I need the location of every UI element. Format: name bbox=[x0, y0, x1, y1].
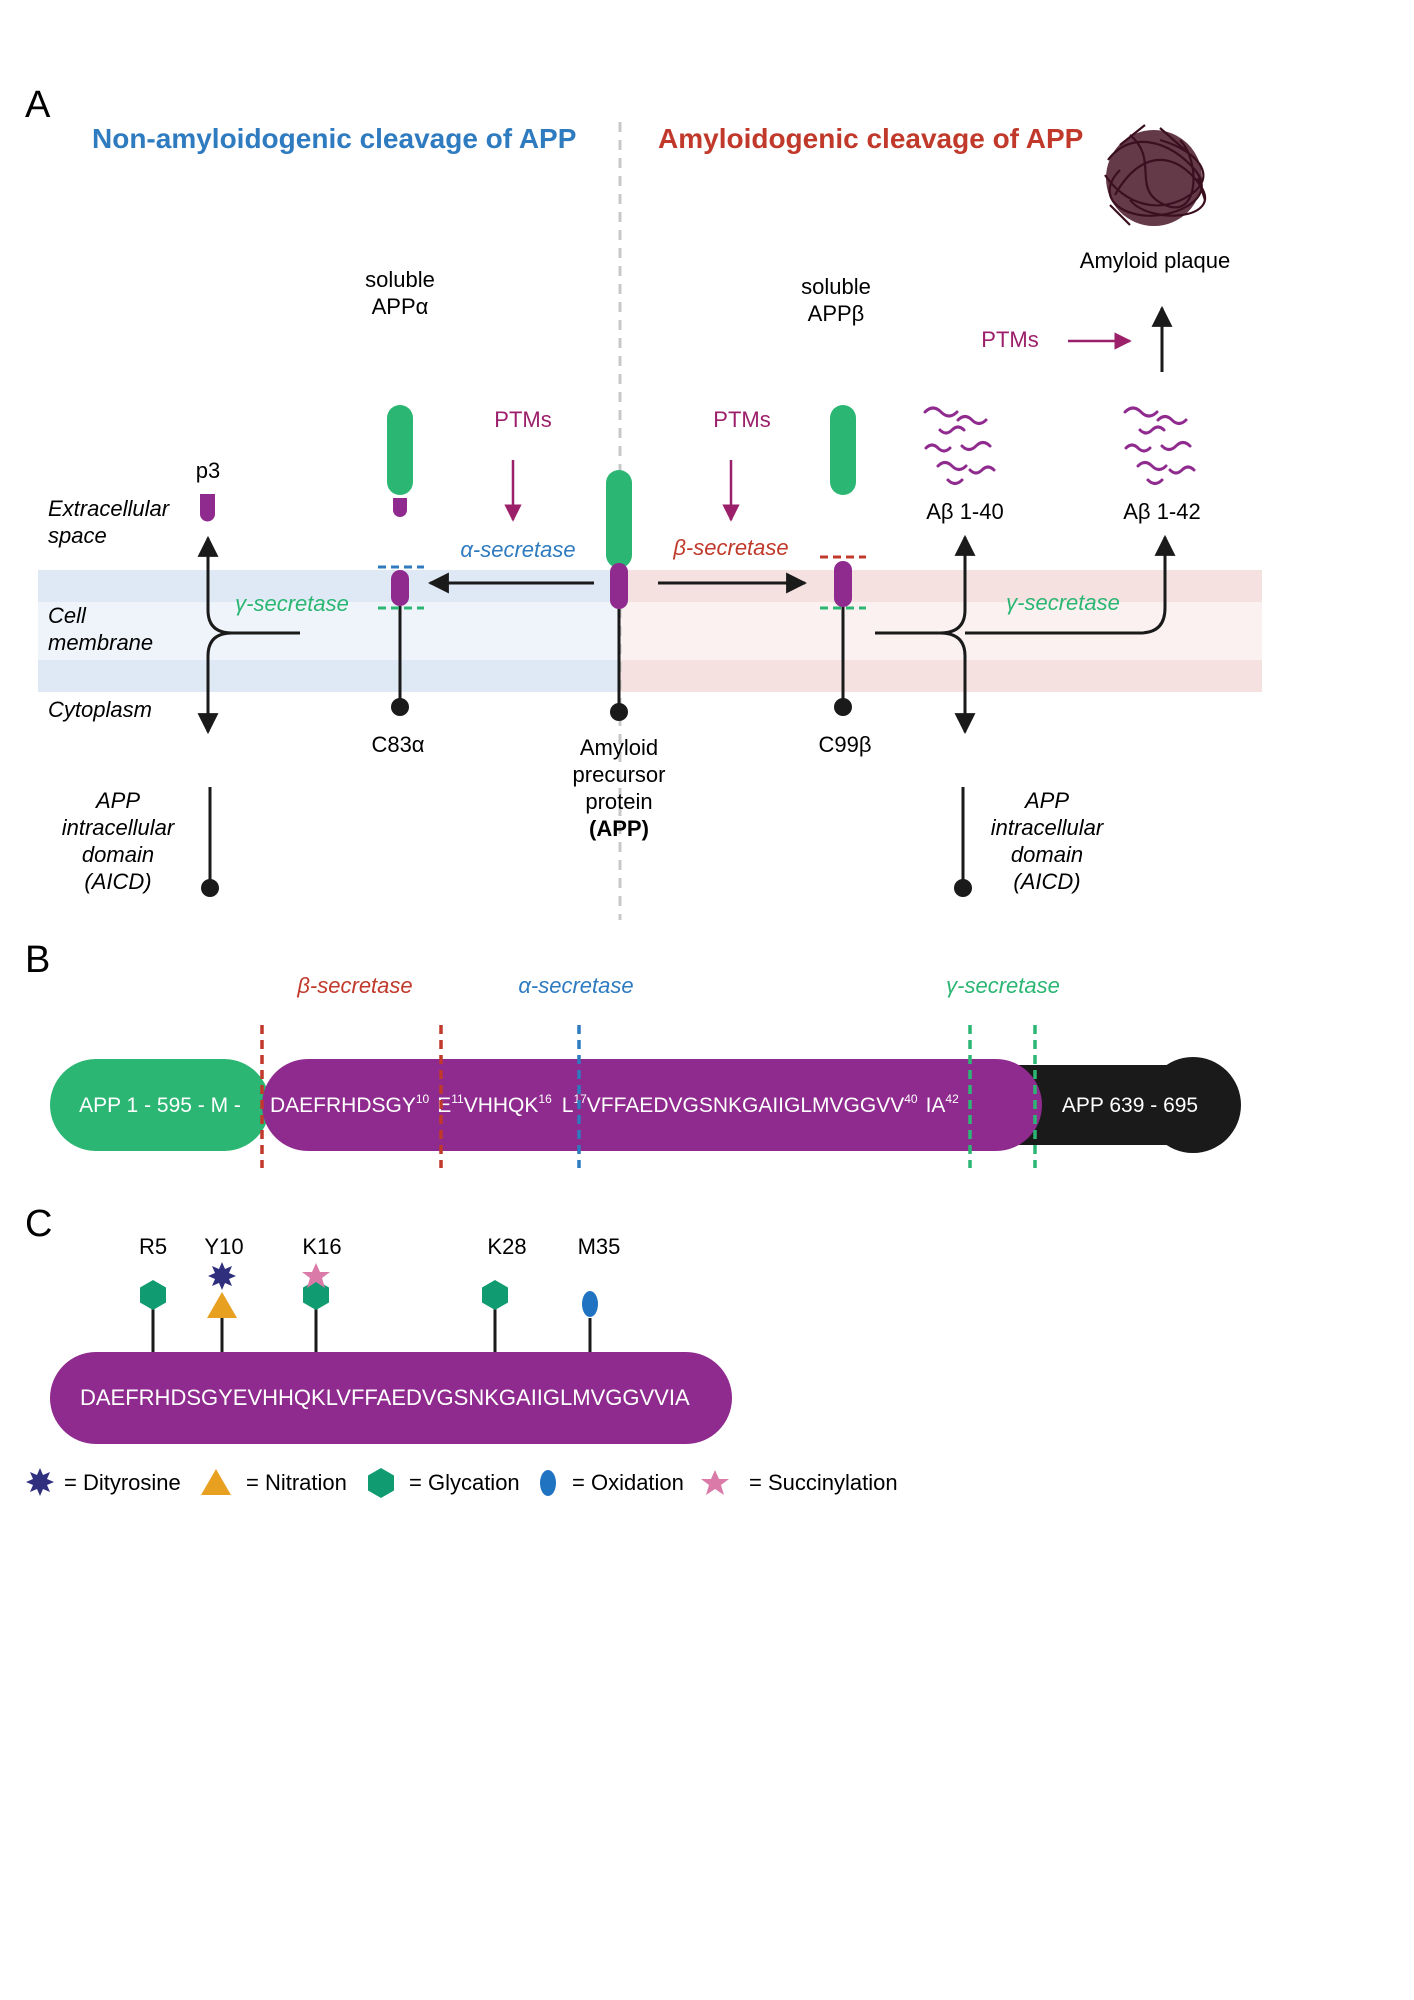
aicd-left-line2: intracellular bbox=[62, 815, 176, 840]
legend-oxidation-label: = Oxidation bbox=[572, 1470, 684, 1495]
aicd-left-line3: domain bbox=[82, 842, 154, 867]
p3-fragment bbox=[200, 494, 215, 522]
amyloid-plaque-icon bbox=[1104, 124, 1207, 226]
abeta-40-label: Aβ 1-40 bbox=[926, 499, 1003, 524]
glycation-marker-r5 bbox=[140, 1280, 166, 1310]
soluble-appa-line2: APPα bbox=[372, 294, 429, 319]
app-n-terminal-label: APP 1 - 595 - M - bbox=[79, 1094, 241, 1117]
title-amyloidogenic: Amyloidogenic cleavage of APP bbox=[658, 123, 1083, 154]
aicd-right-line3: domain bbox=[1011, 842, 1083, 867]
aicd-right-line1: APP bbox=[1023, 788, 1069, 813]
ptms-label-beta: PTMs bbox=[713, 407, 770, 432]
panel-b-beta-secretase: β-secretase bbox=[296, 973, 412, 998]
extracellular-label-line2: space bbox=[48, 523, 107, 548]
ptm-legend: = Dityrosine = Nitration = Glycation = O… bbox=[26, 1468, 898, 1498]
app-n-terminal-segment bbox=[50, 1059, 270, 1151]
panel-b-label: B bbox=[25, 939, 50, 981]
soluble-appb-line1: soluble bbox=[801, 274, 871, 299]
panel-b-alpha-secretase: α-secretase bbox=[518, 973, 633, 998]
cell-membrane-band bbox=[38, 570, 1262, 692]
legend-glycation-icon bbox=[368, 1468, 394, 1498]
app-label-line3: protein bbox=[585, 789, 652, 814]
alpha-ab-remnant bbox=[393, 498, 407, 517]
gamma-secretase-left-label: γ-secretase bbox=[235, 591, 349, 616]
glycation-marker-k28 bbox=[482, 1280, 508, 1310]
legend-succinylation-label: = Succinylation bbox=[749, 1470, 898, 1495]
aicd-right-line2: intracellular bbox=[991, 815, 1105, 840]
gamma-split-left bbox=[206, 540, 300, 730]
glycation-marker-k16 bbox=[303, 1280, 329, 1310]
abeta-42-aggregate-icon bbox=[1123, 406, 1196, 485]
c99-label: C99β bbox=[818, 732, 871, 757]
beta-secretase-label: β-secretase bbox=[672, 535, 788, 560]
legend-nitration-label: = Nitration bbox=[246, 1470, 347, 1495]
soluble-appa-line1: soluble bbox=[365, 267, 435, 292]
gamma-split-right bbox=[875, 545, 1167, 730]
c83-fragment bbox=[391, 570, 409, 716]
c99-fragment bbox=[834, 561, 852, 716]
ptm-stems bbox=[151, 1308, 592, 1352]
aicd-left-fragment bbox=[201, 787, 219, 897]
oxidation-marker-m35 bbox=[582, 1291, 598, 1317]
abeta-42-label: Aβ 1-42 bbox=[1123, 499, 1200, 524]
succinylation-marker-k16 bbox=[302, 1263, 330, 1288]
abeta-40-aggregate-icon bbox=[923, 406, 996, 485]
soluble-appb-fragment bbox=[830, 405, 856, 495]
panel-b-gamma-secretase: γ-secretase bbox=[946, 973, 1060, 998]
legend-glycation-label: = Glycation bbox=[409, 1470, 520, 1495]
legend-nitration-icon bbox=[201, 1469, 231, 1495]
p3-label: p3 bbox=[196, 458, 220, 483]
cytoplasm-label: Cytoplasm bbox=[48, 697, 152, 722]
legend-dityrosine-icon bbox=[26, 1468, 54, 1496]
membrane-label-line2: membrane bbox=[48, 630, 153, 655]
legend-oxidation-icon bbox=[540, 1470, 556, 1496]
app-c-terminal-label: APP 639 - 695 bbox=[1062, 1094, 1198, 1117]
c83-label: C83α bbox=[371, 732, 424, 757]
nitration-marker-y10 bbox=[207, 1292, 237, 1318]
aicd-left-line1: APP bbox=[94, 788, 140, 813]
site-m35: M35 bbox=[578, 1234, 621, 1259]
soluble-appa-fragment bbox=[387, 405, 413, 495]
app-label-line4: (APP) bbox=[589, 816, 649, 841]
app-label-line2: precursor bbox=[573, 762, 666, 787]
panel-c-sequence-bar bbox=[50, 1352, 732, 1444]
alpha-secretase-label: α-secretase bbox=[460, 537, 575, 562]
legend-dityrosine-label: = Dityrosine bbox=[64, 1470, 181, 1495]
panel-a-label: A bbox=[25, 84, 51, 126]
site-k28: K28 bbox=[487, 1234, 526, 1259]
aicd-right-line4: (AICD) bbox=[1013, 869, 1080, 894]
aicd-right-fragment bbox=[954, 787, 972, 897]
soluble-appb-line2: APPβ bbox=[808, 301, 865, 326]
site-k16: K16 bbox=[302, 1234, 341, 1259]
app-c-terminal-head bbox=[1145, 1057, 1241, 1153]
legend-succinylation-icon bbox=[701, 1470, 729, 1495]
membrane-label-line1: Cell bbox=[48, 603, 87, 628]
ptms-label-plaque: PTMs bbox=[981, 327, 1038, 352]
site-r5: R5 bbox=[139, 1234, 167, 1259]
abeta-domain-segment bbox=[262, 1059, 1042, 1151]
app-label-line1: Amyloid bbox=[580, 735, 658, 760]
ptms-label-alpha: PTMs bbox=[494, 407, 551, 432]
aicd-left-line4: (AICD) bbox=[84, 869, 151, 894]
title-non-amyloidogenic: Non-amyloidogenic cleavage of APP bbox=[92, 123, 576, 154]
extracellular-label-line1: Extracellular bbox=[48, 496, 171, 521]
panel-c-label: C bbox=[25, 1203, 52, 1245]
amyloid-plaque-label: Amyloid plaque bbox=[1080, 248, 1230, 273]
dityrosine-marker-y10 bbox=[208, 1262, 236, 1290]
site-y10: Y10 bbox=[204, 1234, 243, 1259]
gamma-secretase-right-label: γ-secretase bbox=[1006, 590, 1120, 615]
panel-c-sequence: DAEFRHDSGYEVHHQKLVFFAEDVGSNKGAIIGLMVGGVV… bbox=[80, 1385, 690, 1410]
app-full-length bbox=[606, 470, 632, 721]
